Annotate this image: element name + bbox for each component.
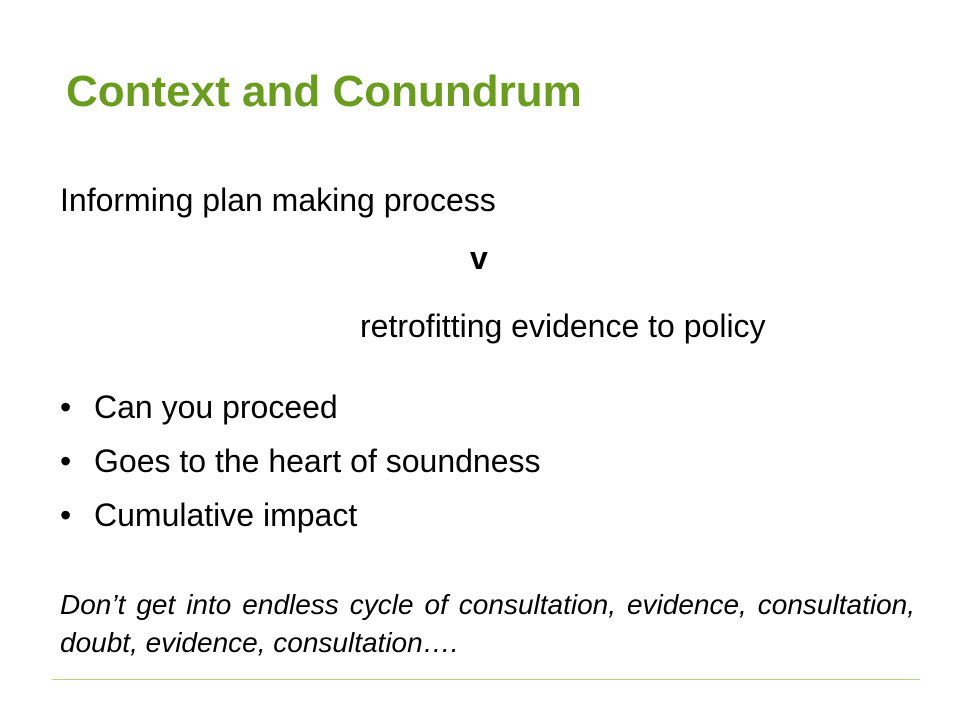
- retrofit-text: retrofitting evidence to policy: [360, 308, 766, 344]
- versus-text: v: [470, 240, 488, 276]
- subtitle-text: Informing plan making process: [60, 182, 496, 218]
- bullet-icon: •: [60, 443, 72, 479]
- bullet-icon: •: [60, 389, 72, 425]
- footer-divider: [52, 679, 920, 680]
- bullet-text: Cumulative impact: [94, 497, 358, 533]
- note-text: Don’t get into endless cycle of consulta…: [60, 589, 915, 658]
- bullet-icon: •: [60, 497, 72, 533]
- bullet-text: Goes to the heart of soundness: [94, 443, 541, 479]
- slide-title: Context and Conundrum: [66, 67, 582, 116]
- bullet-text: Can you proceed: [94, 389, 338, 425]
